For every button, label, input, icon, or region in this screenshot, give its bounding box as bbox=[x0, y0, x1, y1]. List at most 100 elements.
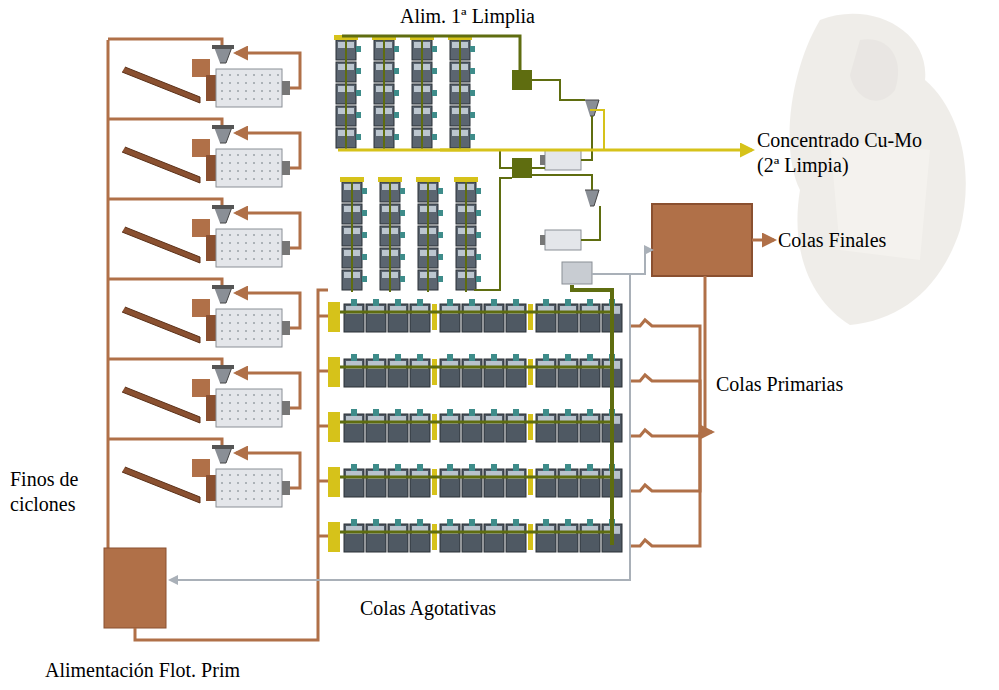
mill-dot bbox=[269, 178, 271, 180]
feed-box bbox=[328, 357, 340, 387]
cell-motor bbox=[417, 354, 423, 361]
mill-dot bbox=[221, 314, 223, 316]
cell-motor bbox=[469, 354, 475, 361]
second-cleaner-bank bbox=[340, 177, 367, 290]
mill-dot bbox=[269, 418, 271, 420]
mill-dot bbox=[221, 90, 223, 92]
mill-dot bbox=[269, 234, 271, 236]
flotation-cell bbox=[462, 469, 482, 497]
flotation-cell bbox=[366, 359, 386, 387]
mill-discharge-pipe bbox=[236, 133, 300, 168]
mill-dot bbox=[277, 178, 279, 180]
mill-dot bbox=[245, 410, 247, 412]
mill-dot bbox=[237, 410, 239, 412]
mill-end bbox=[282, 161, 290, 175]
mill-dot bbox=[237, 394, 239, 396]
mill-dot bbox=[269, 250, 271, 252]
cell-motor bbox=[356, 68, 361, 74]
mill-dot bbox=[261, 394, 263, 396]
regrind-line bbox=[532, 80, 585, 100]
rougher-row bbox=[328, 354, 622, 387]
cell-motor bbox=[438, 210, 443, 216]
cell-motor bbox=[373, 519, 379, 526]
feed-tank bbox=[104, 548, 166, 628]
flotation-cell bbox=[410, 524, 430, 552]
mill-dot bbox=[261, 242, 263, 244]
mill-end bbox=[206, 155, 216, 181]
cell-motor bbox=[469, 464, 475, 471]
mill-discharge-pipe bbox=[236, 373, 300, 408]
cell-motor bbox=[447, 409, 453, 416]
mill-dot bbox=[269, 314, 271, 316]
feed-box bbox=[432, 524, 437, 550]
mill-discharge-pipe bbox=[236, 53, 300, 88]
mill-dot bbox=[229, 330, 231, 332]
mill-dot bbox=[245, 170, 247, 172]
second-cleaner-bank bbox=[454, 177, 481, 290]
cyclone-overflow-pipe bbox=[108, 39, 222, 45]
rougher-tailings-pipe bbox=[630, 432, 700, 491]
mill-dot bbox=[229, 338, 231, 340]
cell-motor bbox=[394, 68, 399, 74]
cell-motor bbox=[400, 188, 405, 194]
cell-motor bbox=[373, 464, 379, 471]
cyclone-head bbox=[212, 205, 234, 209]
second-cleaner-bank bbox=[378, 177, 405, 290]
mill-end bbox=[206, 75, 216, 101]
mill-dot bbox=[277, 418, 279, 420]
cell-motor bbox=[565, 519, 571, 526]
mill-dot bbox=[237, 74, 239, 76]
scavenger-tailings-line bbox=[170, 274, 630, 580]
cell-motor bbox=[432, 134, 437, 140]
cell-motor bbox=[543, 464, 549, 471]
mill-dot bbox=[245, 250, 247, 252]
cyclone-head bbox=[212, 365, 234, 369]
mill-dot bbox=[261, 250, 263, 252]
mill-dot bbox=[277, 82, 279, 84]
final-tailings-arrow bbox=[752, 239, 774, 242]
mill-dot bbox=[269, 82, 271, 84]
ball-mill bbox=[216, 469, 282, 507]
bank-launder bbox=[383, 40, 385, 150]
mill-dot bbox=[245, 74, 247, 76]
cell-motor bbox=[476, 276, 481, 282]
cell-motor bbox=[565, 299, 571, 306]
mill-dot bbox=[245, 402, 247, 404]
mill-dot bbox=[229, 154, 231, 156]
mill-dot bbox=[261, 418, 263, 420]
mill-dot bbox=[269, 258, 271, 260]
mill-dot bbox=[229, 82, 231, 84]
regrind-mill bbox=[545, 230, 581, 250]
regrind-line bbox=[532, 167, 545, 169]
cell-motor bbox=[513, 354, 519, 361]
flotation-cell bbox=[388, 524, 408, 552]
flotation-cell bbox=[558, 524, 578, 552]
mill-dot bbox=[253, 314, 255, 316]
flotation-cell bbox=[558, 304, 578, 332]
cell-motor bbox=[476, 210, 481, 216]
mill-end bbox=[206, 395, 216, 421]
mill-dot bbox=[221, 178, 223, 180]
mill-dot bbox=[269, 410, 271, 412]
feed-box bbox=[416, 177, 440, 182]
flotation-cell bbox=[440, 359, 460, 387]
mill-dot bbox=[221, 242, 223, 244]
flotation-cell bbox=[506, 469, 526, 497]
feed-box bbox=[378, 177, 402, 182]
mill-dot bbox=[237, 170, 239, 172]
mill-dot bbox=[269, 330, 271, 332]
distributor-box bbox=[512, 158, 532, 178]
ball-mill bbox=[216, 389, 282, 427]
flotation-cell bbox=[410, 304, 430, 332]
mill-dot bbox=[269, 90, 271, 92]
mill-dot bbox=[261, 162, 263, 164]
feed-box bbox=[432, 359, 437, 385]
flotation-cell bbox=[440, 304, 460, 332]
cell-motor bbox=[565, 464, 571, 471]
mill-end bbox=[540, 155, 545, 165]
ball-mill bbox=[216, 309, 282, 347]
mill-end bbox=[282, 241, 290, 255]
feed-box bbox=[340, 177, 364, 182]
mill-dot bbox=[277, 394, 279, 396]
mill-dot bbox=[221, 482, 223, 484]
